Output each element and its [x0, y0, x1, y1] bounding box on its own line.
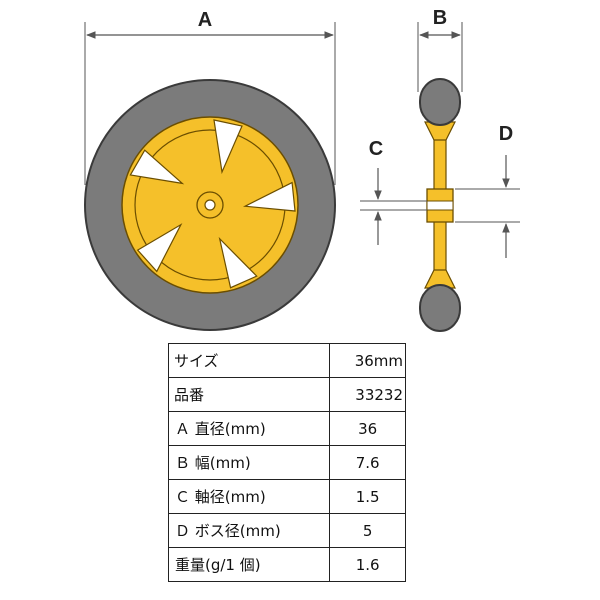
row-value: 1.6	[329, 547, 406, 582]
table-row: Ｂ 幅(mm) 7.6	[167, 445, 406, 480]
row-label: Ｂ 幅(mm)	[167, 445, 331, 480]
row-label: Ｄ ボス径(mm)	[167, 513, 331, 548]
table-row: 品番 33232	[167, 377, 406, 412]
axle-hole	[204, 199, 216, 211]
dimension-label-a: A	[198, 9, 212, 31]
spoke-windows	[129, 119, 296, 289]
row-value: 36	[329, 411, 406, 446]
dimension-a: A	[84, 9, 336, 185]
spoke-window	[213, 119, 243, 175]
table-row: 重量(g/1 個) 1.6	[167, 547, 406, 582]
spec-table: サイズ 36mm 品番 33232 Ａ 直径(mm) 36 Ｂ 幅(mm) 7.…	[167, 343, 406, 582]
axle-bore-side	[426, 200, 454, 211]
dimension-label-c: C	[369, 138, 383, 160]
wheel-front-view	[84, 79, 336, 331]
table-row: サイズ 36mm	[167, 343, 406, 378]
row-value: 33232	[329, 377, 406, 412]
wheel-dimension-diagram: A B C D	[84, 7, 520, 332]
row-label: サイズ	[167, 343, 331, 378]
row-label: 重量(g/1 個)	[167, 547, 331, 582]
dimension-label-d: D	[499, 123, 513, 145]
spoke-window	[136, 223, 183, 273]
row-value: 36mm	[329, 343, 406, 378]
row-label: 品番	[167, 377, 331, 412]
dimension-b: B	[417, 7, 463, 92]
row-value: 5	[329, 513, 406, 548]
row-value: 1.5	[329, 479, 406, 514]
table-row: Ａ 直径(mm) 36	[167, 411, 406, 446]
dimension-c: C	[360, 138, 427, 245]
wheel-side-view	[419, 78, 461, 332]
table-row: Ｃ 軸径(mm) 1.5	[167, 479, 406, 514]
tire-side-top	[419, 78, 461, 126]
table-row: Ｄ ボス径(mm) 5	[167, 513, 406, 548]
row-value: 7.6	[329, 445, 406, 480]
dimension-label-b: B	[433, 7, 447, 29]
spoke-window	[218, 236, 258, 289]
row-label: Ｃ 軸径(mm)	[167, 479, 331, 514]
row-label: Ａ 直径(mm)	[167, 411, 331, 446]
spoke-window	[129, 149, 185, 185]
tire-side-bottom	[419, 284, 461, 332]
dimension-d: D	[455, 123, 520, 258]
spoke-window	[242, 181, 296, 212]
